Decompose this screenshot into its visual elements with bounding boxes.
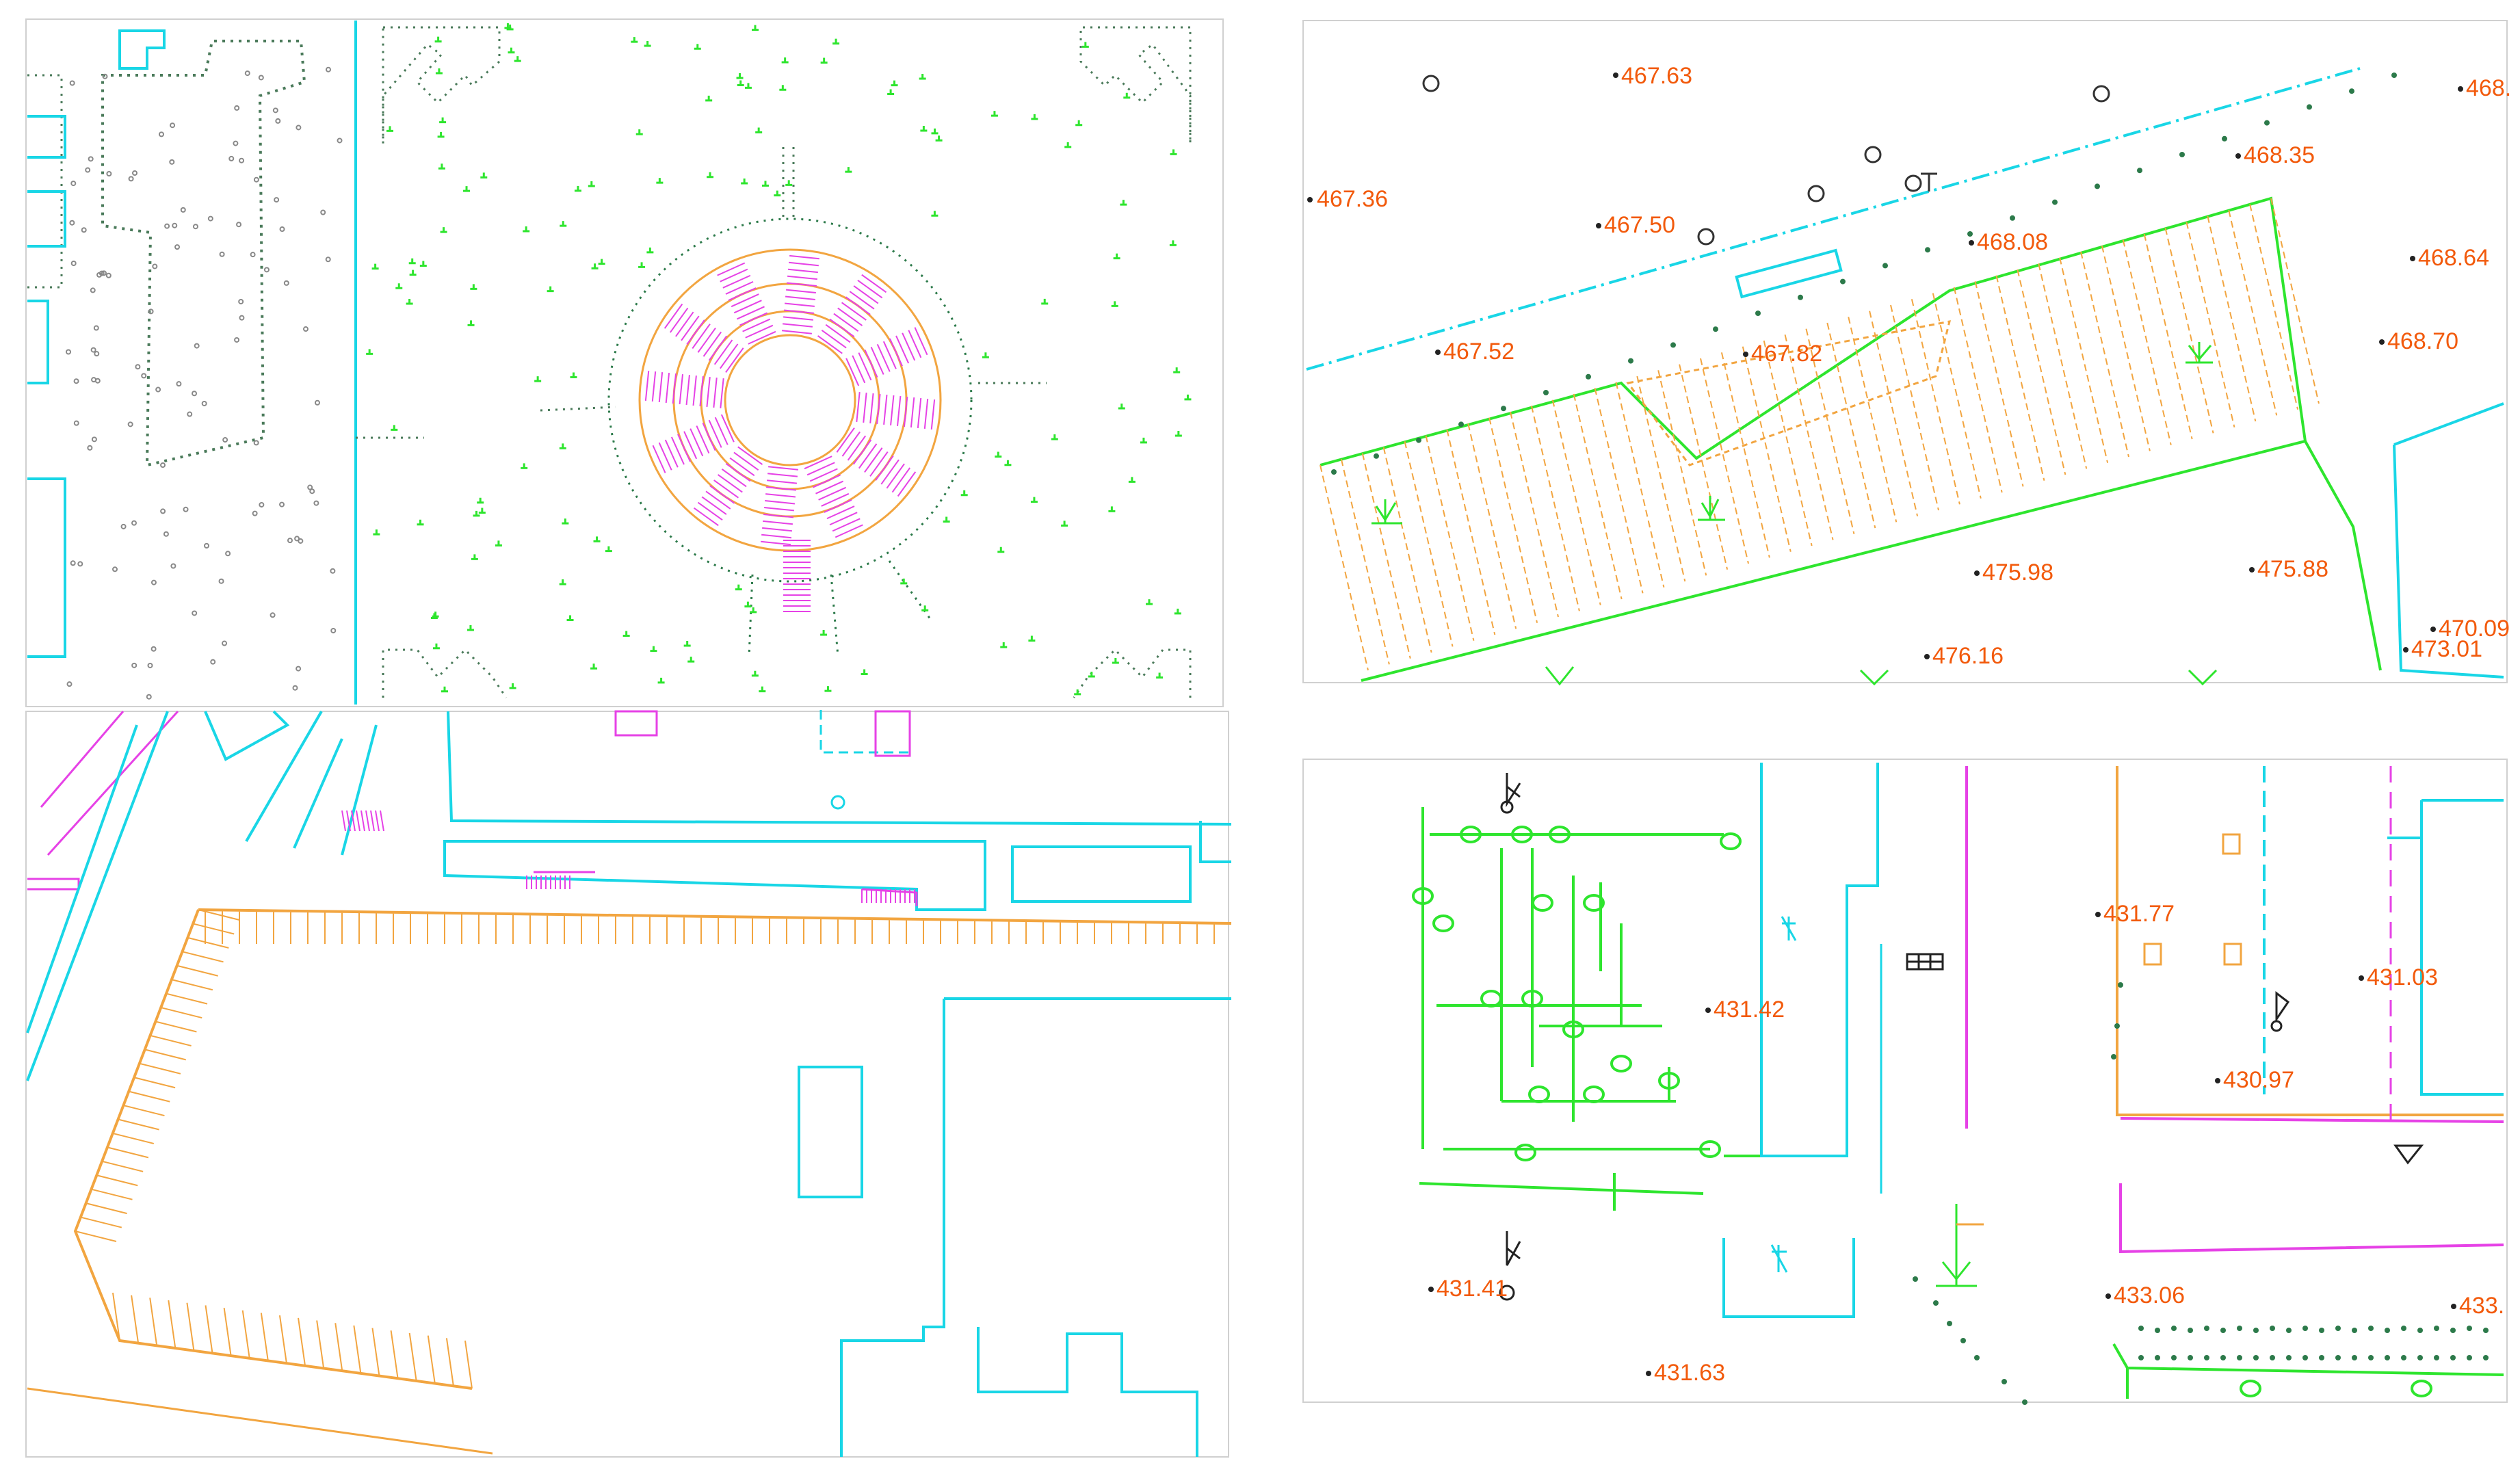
elevation-label: 475.88: [2257, 556, 2328, 582]
utility-pole-icon: [1921, 172, 1937, 192]
elevation-label: 468.08: [1977, 229, 2048, 255]
street-map-panel: [25, 710, 1232, 1458]
elevation-labels: 467.63 467.36 467.50 468.35 468.08 468.6…: [1317, 63, 2511, 669]
slope-map-panel: 467.63 467.36 467.50 468.35 468.08 468.6…: [1302, 20, 2511, 686]
elevation-label: 431.03: [2367, 964, 2438, 990]
elevation-label: 431.41: [1436, 1276, 1508, 1302]
plaza-map-panel: [25, 18, 1224, 707]
elevation-label: 473.01: [2411, 636, 2482, 662]
elevation-label: 431.77: [2103, 901, 2175, 927]
plaza-rings: [607, 218, 973, 657]
elevation-label: 430.97: [2223, 1067, 2294, 1093]
elevation-label: 467.52: [1443, 339, 1514, 365]
tree-symbol-icon: [66, 23, 1192, 700]
elevation-label: 476.16: [1932, 643, 2004, 669]
building-outline: [101, 40, 306, 467]
tree-symbol-icon: [1371, 342, 2218, 686]
elevation-label: 475.98: [1982, 560, 2053, 585]
grate-icon: [1906, 953, 1944, 971]
elevation-label: 433.: [2459, 1293, 2504, 1319]
elevation-label: 467.50: [1604, 212, 1675, 238]
utility-pole-icon: [1770, 916, 1797, 1273]
elevation-label: 431.42: [1714, 997, 1785, 1023]
flag-marker-icon: [1499, 773, 2424, 1301]
elevation-label: 468.70: [2387, 328, 2458, 354]
elevation-label: 468.: [2466, 75, 2511, 101]
elevation-labels: 431.77 431.03 431.42 430.97 431.41 433.0…: [1436, 901, 2504, 1386]
elevation-label: 468.64: [2418, 245, 2489, 271]
slope-hatch: [1320, 198, 2320, 671]
elevation-label: 468.35: [2244, 142, 2315, 168]
park-map-panel: 431.77 431.03 431.42 430.97 431.41 433.0…: [1302, 759, 2508, 1405]
elevation-label: 467.63: [1621, 63, 1692, 89]
slope-hatch: [75, 909, 1215, 1389]
elevation-label: 467.36: [1317, 186, 1388, 212]
elevation-label: 470.09: [2439, 616, 2510, 642]
elevation-label: 467.82: [1751, 341, 1822, 367]
tree-symbol-icon: [1936, 1204, 1984, 1287]
elevation-label: 431.63: [1654, 1360, 1725, 1386]
elevation-label: 433.06: [2114, 1282, 2185, 1308]
